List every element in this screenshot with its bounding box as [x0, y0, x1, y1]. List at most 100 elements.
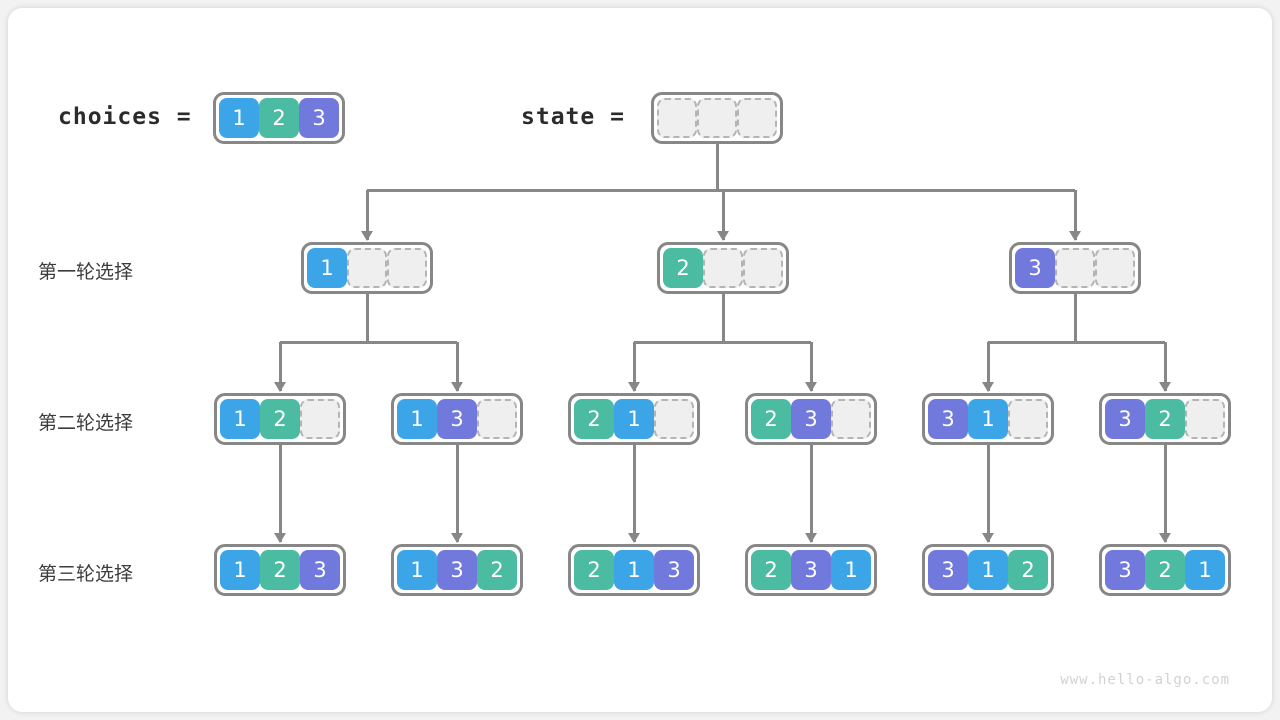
array-cell-value: 1 [614, 550, 654, 590]
connector-round2-stem-6 [1163, 445, 1167, 542]
array-cell-empty [477, 399, 517, 439]
array-cell-empty [387, 248, 427, 288]
choices-label: choices = [58, 104, 192, 130]
connector-arrow-round-2-node-6 [1159, 382, 1171, 392]
array-cell-value: 1 [1185, 550, 1225, 590]
connector-arrow-round-2-node-1 [274, 382, 286, 392]
array-cell-value: 2 [751, 550, 791, 590]
array-cell-value: 1 [397, 399, 437, 439]
connector-round1-branch-4 [809, 342, 813, 391]
array-cell-value: 2 [1145, 550, 1185, 590]
connector-round1-stem-1 [365, 294, 369, 342]
connector-root-bus [367, 188, 1075, 192]
row-label-round-3: 第三轮选择 [38, 563, 134, 585]
array-cell-value: 3 [437, 399, 477, 439]
array-cell-value: 1 [220, 550, 260, 590]
array-cell-value: 3 [299, 98, 339, 138]
connector-arrow-round-2-node-5 [982, 382, 994, 392]
state-array-round-1-node-3: 3 [1009, 242, 1141, 294]
connector-round1-branch-3 [632, 342, 636, 391]
array-cell-value: 3 [300, 550, 340, 590]
connector-arrow-round-3-node-3 [628, 533, 640, 543]
array-cell-value: 3 [1015, 248, 1055, 288]
array-cell-value: 2 [260, 399, 300, 439]
array-cell-empty [697, 98, 737, 138]
array-cell-value: 2 [477, 550, 517, 590]
connector-arrow-round-1-node-2 [717, 231, 729, 241]
array-cell-value: 1 [219, 98, 259, 138]
array-cell-value: 2 [1008, 550, 1048, 590]
connector-round1-branch-2 [455, 342, 459, 391]
connector-arrow-round-2-node-3 [628, 382, 640, 392]
connector-round2-stem-5 [986, 445, 990, 542]
array-cell-value: 1 [831, 550, 871, 590]
array-cell-empty [1008, 399, 1048, 439]
array-cell-value: 3 [928, 550, 968, 590]
connector-round2-stem-3 [632, 445, 636, 542]
array-cell-empty [347, 248, 387, 288]
array-cell-empty [1055, 248, 1095, 288]
connector-arrow-round-1-node-1 [361, 231, 373, 241]
array-cell-value: 2 [574, 399, 614, 439]
array-cell-empty [654, 399, 694, 439]
array-cell-empty [743, 248, 783, 288]
connector-arrow-round-2-node-4 [805, 382, 817, 392]
connector-root-branch-3 [1073, 190, 1077, 240]
array-cell-empty [1185, 399, 1225, 439]
array-cell-empty [657, 98, 697, 138]
array-cell-empty [300, 399, 340, 439]
array-cell-value: 3 [791, 399, 831, 439]
array-cell-value: 2 [1145, 399, 1185, 439]
array-cell-value: 3 [654, 550, 694, 590]
row-label-round-1: 第一轮选择 [38, 261, 134, 283]
array-cell-value: 2 [574, 550, 614, 590]
array-cell-value: 1 [968, 399, 1008, 439]
array-cell-empty [831, 399, 871, 439]
connector-round1-stem-3 [1073, 294, 1077, 342]
connector-round1-bus-1 [280, 340, 457, 344]
array-cell-value: 2 [260, 550, 300, 590]
connector-round1-branch-6 [1163, 342, 1167, 391]
array-cell-value: 3 [1105, 399, 1145, 439]
connector-arrow-round-3-node-5 [982, 533, 994, 543]
array-cell-value: 1 [397, 550, 437, 590]
connector-round2-stem-1 [278, 445, 282, 542]
array-cell-value: 3 [791, 550, 831, 590]
connector-arrow-round-1-node-3 [1069, 231, 1081, 241]
connector-round2-stem-2 [455, 445, 459, 542]
connector-round1-stem-2 [721, 294, 725, 342]
connector-arrow-round-2-node-2 [451, 382, 463, 392]
array-cell-empty [737, 98, 777, 138]
connector-round1-bus-3 [988, 340, 1165, 344]
array-cell-value: 1 [220, 399, 260, 439]
array-cell-value: 3 [1105, 550, 1145, 590]
connector-arrow-round-3-node-2 [451, 533, 463, 543]
array-cell-value: 1 [968, 550, 1008, 590]
array-cell-empty [1095, 248, 1135, 288]
connector-arrow-round-3-node-4 [805, 533, 817, 543]
connector-root-branch-2 [721, 190, 725, 240]
watermark: www.hello-algo.com [1060, 672, 1230, 688]
connector-round1-branch-5 [986, 342, 990, 391]
connector-arrow-round-3-node-1 [274, 533, 286, 543]
array-cell-empty [703, 248, 743, 288]
connector-arrow-round-3-node-6 [1159, 533, 1171, 543]
state-array-round-1-node-2: 2 [657, 242, 789, 294]
state-array [651, 92, 783, 144]
array-cell-value: 3 [437, 550, 477, 590]
connector-root-stem [715, 144, 719, 190]
connector-round1-branch-1 [278, 342, 282, 391]
